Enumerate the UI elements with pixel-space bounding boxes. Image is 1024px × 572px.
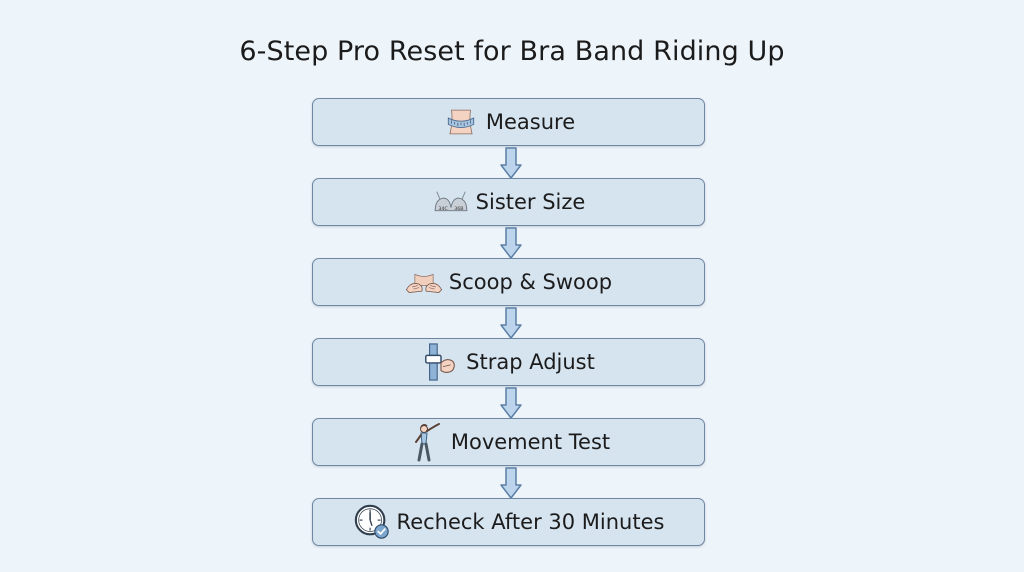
diagram-title: 6-Step Pro Reset for Bra Band Riding Up — [239, 36, 785, 67]
clock-check-icon — [353, 503, 391, 541]
step-recheck: Recheck After 30 Minutes — [312, 498, 705, 546]
hands-scoop-icon — [405, 263, 443, 301]
measuring-tape-icon — [442, 103, 480, 141]
step-label: Measure — [485, 110, 576, 134]
svg-text:34C: 34C — [438, 206, 448, 212]
down-arrow — [500, 147, 522, 179]
step-label: Sister Size — [475, 190, 586, 214]
down-arrow — [500, 387, 522, 419]
step-label: Movement Test — [450, 430, 611, 454]
down-arrow — [500, 467, 522, 499]
strap-slider-icon — [422, 343, 460, 381]
step-strap-adjust: Strap Adjust — [312, 338, 705, 386]
step-scoop-and-swoop: Scoop & Swoop — [312, 258, 705, 306]
bra-icon: 34C 36B — [432, 183, 470, 221]
down-arrow — [500, 307, 522, 339]
step-label: Recheck After 30 Minutes — [396, 510, 665, 534]
svg-text:36B: 36B — [454, 206, 463, 212]
step-sister-size: 34C 36B Sister Size — [312, 178, 705, 226]
down-arrow — [500, 227, 522, 259]
step-label: Scoop & Swoop — [448, 270, 613, 294]
step-movement-test: Movement Test — [312, 418, 705, 466]
step-measure: Measure — [312, 98, 705, 146]
stretching-person-icon — [407, 423, 445, 462]
step-label: Strap Adjust — [466, 350, 595, 374]
